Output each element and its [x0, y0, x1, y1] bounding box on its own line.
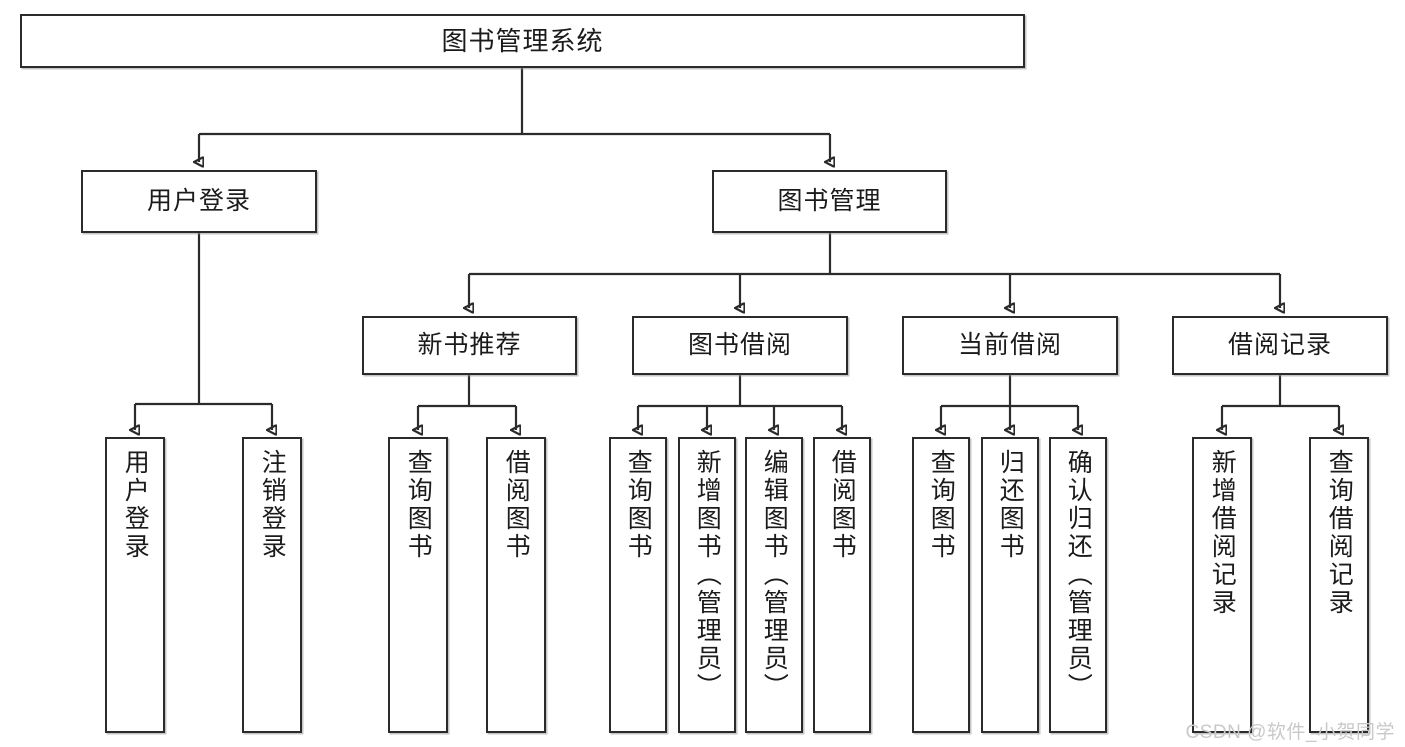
- leaf-logout[interactable]: 注销登录: [242, 437, 302, 733]
- leaf-edit-book-admin[interactable]: 编辑图书（管理员）: [745, 437, 803, 733]
- node-user-login[interactable]: 用户登录: [81, 170, 317, 233]
- leaf-user-login[interactable]: 用户登录: [105, 437, 165, 733]
- node-label: 查询图书: [624, 449, 653, 561]
- node-label: 用户登录: [146, 186, 251, 215]
- leaf-query-borrow-record[interactable]: 查询借阅记录: [1309, 437, 1369, 733]
- node-label: 当前借阅: [957, 330, 1062, 359]
- node-label: 编辑图书（管理员）: [760, 449, 789, 701]
- node-current-borrow[interactable]: 当前借阅: [902, 316, 1118, 375]
- leaf-borrow-book[interactable]: 借阅图书: [813, 437, 871, 733]
- node-label: 新书推荐: [417, 330, 522, 359]
- node-new-book-recommend[interactable]: 新书推荐: [362, 316, 577, 375]
- node-label: 图书管理: [777, 186, 882, 215]
- node-label: 新增图书（管理员）: [693, 449, 722, 701]
- node-borrow-record[interactable]: 借阅记录: [1172, 316, 1388, 375]
- node-label: 借阅图书: [828, 449, 857, 561]
- node-label: 注销登录: [258, 449, 287, 561]
- node-label: 查询图书: [927, 449, 956, 561]
- node-label: 确认归还（管理员）: [1064, 449, 1093, 701]
- leaf-query-book-recommend[interactable]: 查询图书: [388, 437, 448, 733]
- leaf-borrow-book-recommend[interactable]: 借阅图书: [486, 437, 546, 733]
- leaf-confirm-return-admin[interactable]: 确认归还（管理员）: [1049, 437, 1107, 733]
- node-label: 图书管理系统: [441, 25, 604, 56]
- node-label: 归还图书: [996, 449, 1025, 561]
- node-label: 图书借阅: [687, 330, 792, 359]
- node-book-management[interactable]: 图书管理: [712, 170, 947, 233]
- leaf-return-book[interactable]: 归还图书: [981, 437, 1039, 733]
- node-label: 借阅图书: [502, 449, 531, 561]
- node-label: 借阅记录: [1227, 330, 1332, 359]
- node-label: 用户登录: [121, 449, 150, 561]
- leaf-query-book-current[interactable]: 查询图书: [912, 437, 970, 733]
- leaf-add-book-admin[interactable]: 新增图书（管理员）: [678, 437, 736, 733]
- node-root-system[interactable]: 图书管理系统: [20, 14, 1025, 68]
- node-book-borrow[interactable]: 图书借阅: [632, 316, 848, 375]
- node-label: 新增借阅记录: [1208, 449, 1237, 617]
- node-label: 查询借阅记录: [1325, 449, 1354, 617]
- node-label: 查询图书: [404, 449, 433, 561]
- leaf-query-book[interactable]: 查询图书: [609, 437, 667, 733]
- leaf-add-borrow-record[interactable]: 新增借阅记录: [1192, 437, 1252, 733]
